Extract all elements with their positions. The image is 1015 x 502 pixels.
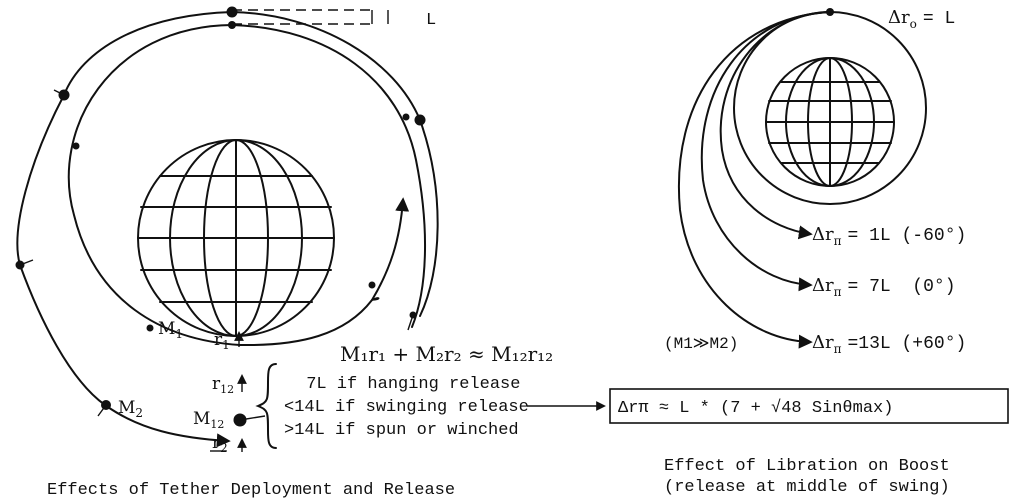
center-of-mass-equation: M₁r₁ + M₂r₂ ≈ M₁₂r₁₂ (340, 342, 553, 366)
right-diagram: Δro= L Δrπ= 1L (-60°) Δrπ= 7L (0°) Δrπ=1… (609, 7, 1009, 497)
result-plus-60: Δrπ=13L (+60°) (812, 332, 966, 356)
tether-length-indicator: L (232, 9, 436, 30)
earth-globe-left (137, 139, 335, 337)
option-hanging-release: 7L if hanging release (296, 375, 520, 394)
right-caption-line1: Effect of Libration on Boost (664, 457, 950, 476)
r1-label: r1 (214, 330, 230, 352)
boost-formula: Δrπ ≈ L * (7 + √48 Sinθmax) (618, 398, 893, 418)
mass-condition: (M1≫M2) (664, 335, 738, 353)
left-caption: Effects of Tether Deployment and Release (47, 481, 455, 500)
M2-label: M2 (118, 398, 143, 420)
earth-globe-right (765, 57, 895, 187)
mass-dots-left (15, 6, 426, 427)
libration-orbits (677, 8, 927, 349)
M1-label: M1 (158, 319, 183, 341)
left-diagram: L M1 r1 M2 r12 (15, 6, 606, 500)
option-swinging-release: <14L if swinging release (284, 398, 529, 417)
formula-box (609, 388, 1009, 424)
delta-r0-label: Δro= L (888, 7, 955, 31)
curly-brace (255, 363, 277, 449)
result-minus-60: Δrπ= 1L (-60°) (812, 224, 966, 248)
r2-label: r2 (212, 433, 228, 455)
M12-label: M12 (193, 409, 224, 431)
inner-orbit (67, 24, 427, 347)
length-label-L: L (426, 11, 436, 30)
r12-label: r12 (212, 374, 234, 396)
right-caption-line2: (release at middle of swing) (664, 478, 950, 497)
result-zero: Δrπ= 7L (0°) (812, 275, 956, 299)
option-spun-release: >14L if spun or winched (284, 421, 519, 440)
